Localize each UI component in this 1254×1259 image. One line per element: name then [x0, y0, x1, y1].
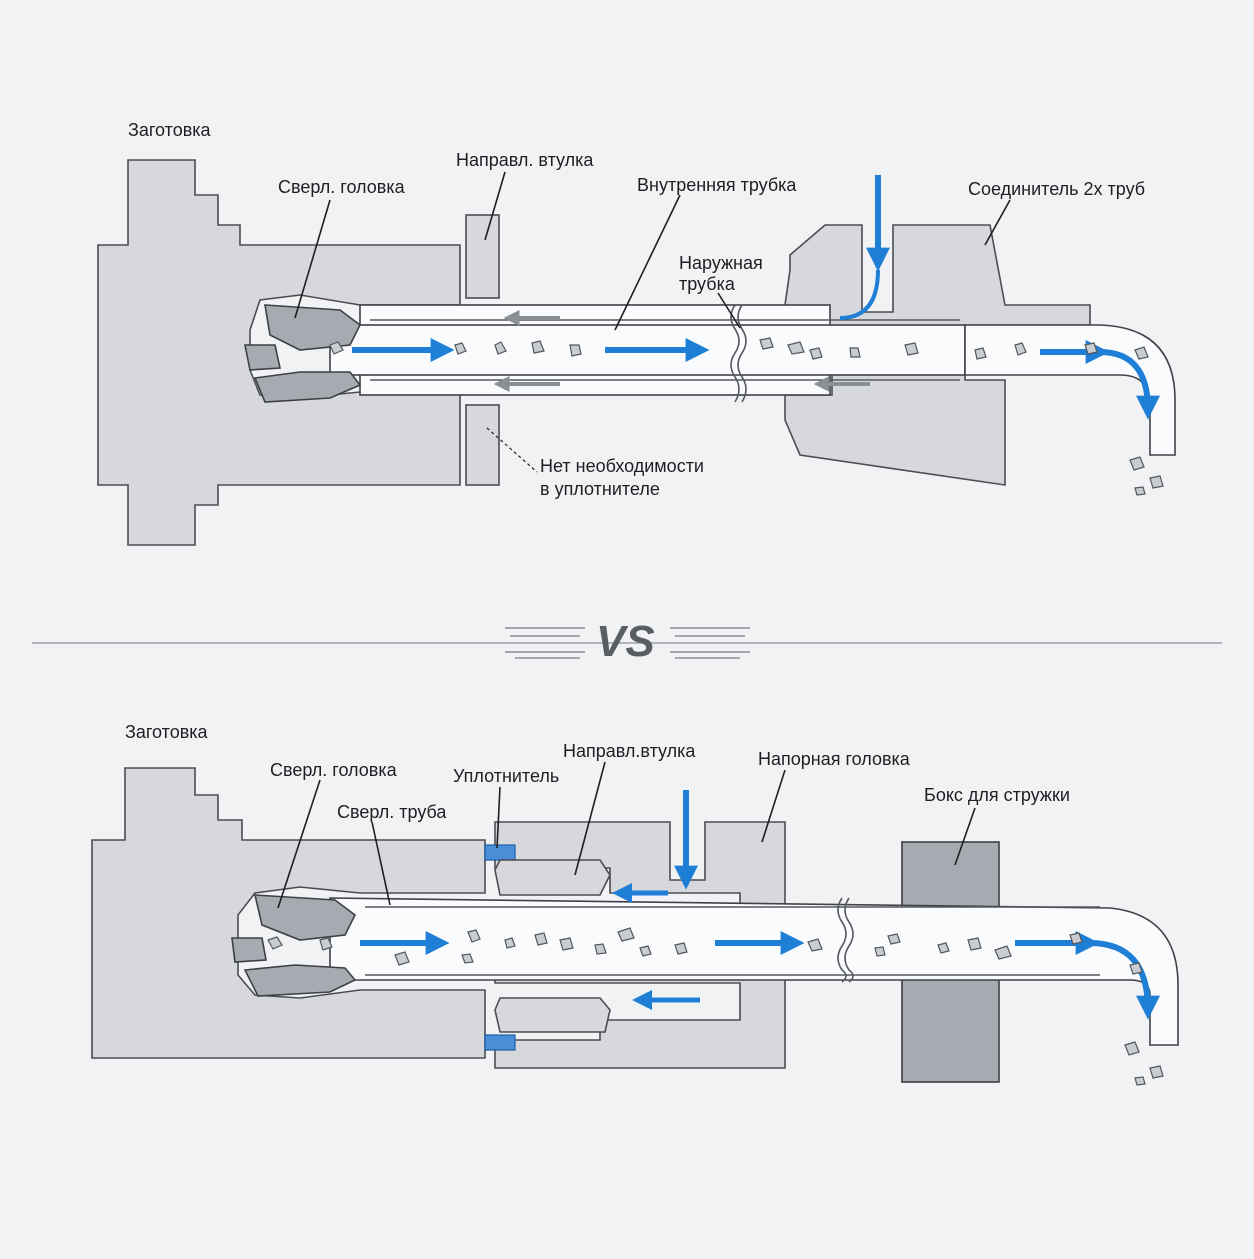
bottom-seal-upper — [484, 844, 516, 861]
bottom-diagram: Заготовка Сверл. головка Сверл. труба Уп… — [91, 722, 1179, 1086]
bottom-drill-head — [253, 894, 357, 941]
bottom-workpiece — [91, 767, 486, 1059]
top-label-connector: Соединитель 2х труб — [968, 179, 1145, 199]
vs-text: VS — [596, 617, 655, 666]
top-label-inner-tube: Внутренняя трубка — [637, 175, 797, 195]
top-chips — [329, 337, 1164, 496]
bottom-label-workpiece: Заготовка — [125, 722, 209, 742]
top-guide-bush-upper — [465, 214, 500, 299]
top-label-guide-bush: Направл. втулка — [456, 150, 594, 170]
top-label-workpiece: Заготовка — [128, 120, 212, 140]
vs-separator: VS — [32, 617, 1222, 666]
bottom-label-pressure-head: Напорная головка — [758, 749, 911, 769]
top-flow-arrows — [352, 175, 1160, 420]
top-label-drill-head: Сверл. головка — [278, 177, 406, 197]
bottom-label-chip-box: Бокс для стружки — [924, 785, 1070, 805]
bottom-label-drill-tube: Сверл. труба — [337, 802, 447, 822]
bottom-label-drill-head: Сверл. головка — [270, 760, 398, 780]
top-drill-head — [264, 304, 362, 351]
top-label-outer-tube-1: Наружная — [679, 253, 763, 273]
bottom-label-guide-bush: Направл.втулка — [563, 741, 696, 761]
bottom-label-seal: Уплотнитель — [453, 766, 559, 786]
top-guide-bush-lower — [465, 404, 500, 486]
top-label-outer-tube-2: трубка — [679, 274, 736, 294]
bottom-guide-bush-upper — [494, 859, 611, 896]
top-label-no-seal-1: Нет необходимости — [540, 456, 704, 476]
top-label-no-seal-2: в уплотнителе — [540, 479, 660, 499]
bottom-seal-lower — [484, 1034, 516, 1051]
top-workpiece — [97, 159, 461, 546]
bottom-guide-bush-lower — [494, 997, 611, 1033]
bottom-chips — [267, 927, 1164, 1086]
top-diagram: Заготовка Сверл. головка Направл. втулка… — [97, 120, 1176, 546]
